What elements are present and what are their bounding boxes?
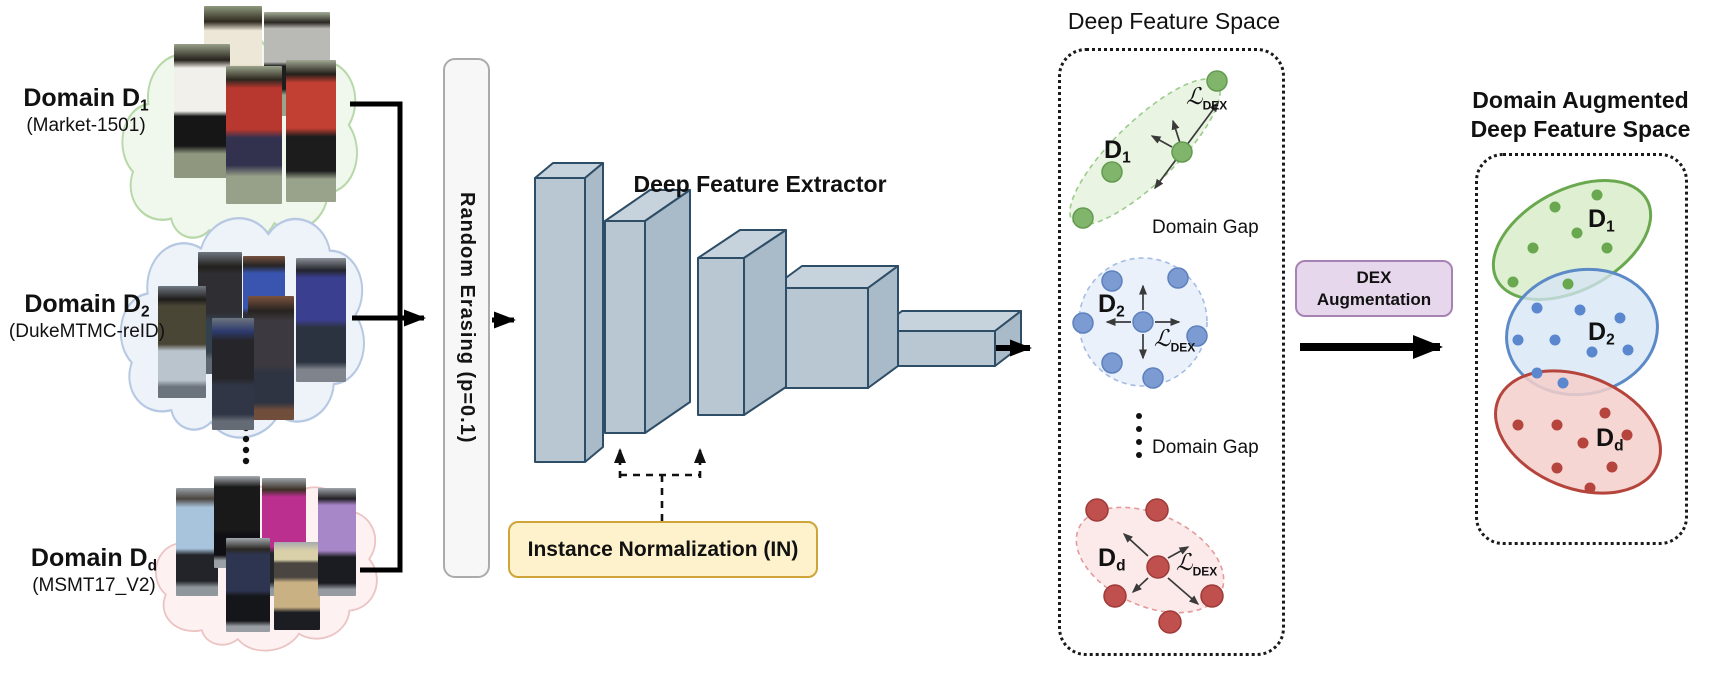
dex-box-line1: DEX <box>1356 268 1392 288</box>
person-photo <box>226 66 282 204</box>
domain1-dataset: (Market-1501) <box>26 115 146 137</box>
panel-ellipsis-dots <box>1136 413 1142 458</box>
cluster-d1-label: D1 <box>1104 136 1131 167</box>
cluster-d2 <box>1072 257 1208 389</box>
person-photo <box>318 488 356 596</box>
person-photo <box>226 538 270 632</box>
augmented-title-line2: Deep Feature Space <box>1470 115 1691 142</box>
extractor-title: Deep Feature Extractor <box>633 171 887 197</box>
instance-norm-label: Instance Normalization (IN) <box>527 537 799 561</box>
random-erasing-bar: Random Erasing (p=0.1) <box>443 58 490 578</box>
augmented-title-line1: Domain Augmented <box>1472 87 1689 113</box>
dex-augmentation-box: DEX Augmentation <box>1295 260 1453 317</box>
cluster-d1 <box>1069 70 1228 229</box>
random-erasing-label: Random Erasing (p=0.1) <box>456 192 478 444</box>
cluster-d2-label: D2 <box>1098 290 1125 321</box>
domain1-label-block: Domain D1 (Market-1501) <box>6 84 166 138</box>
domain2-dataset: (DukeMTMC-reID) <box>8 321 166 343</box>
dex-loss-label-1: ℒDEX <box>1186 84 1228 113</box>
augmented-feature-space-panel <box>1475 153 1688 545</box>
cnn-blocks <box>534 162 1022 463</box>
person-photo <box>174 44 230 178</box>
domain2-label-block: Domain D2 (DukeMTMC-reID) <box>0 290 178 344</box>
augmented-clusters <box>1491 178 1662 495</box>
domain2-label: Domain D2 <box>24 290 150 321</box>
person-photo <box>286 60 336 202</box>
dex-loss-label-2: ℒDEX <box>1154 326 1196 355</box>
person-photo <box>158 286 206 398</box>
domain-gap-label-1: Domain Gap <box>1152 217 1259 238</box>
dex-loss-label-3: ℒDEX <box>1176 550 1218 579</box>
instance-norm-connectors <box>614 448 706 521</box>
feature-space-title: Deep Feature Space <box>1067 8 1281 34</box>
cluster-dd <box>1075 498 1225 634</box>
person-photo <box>212 318 254 430</box>
person-photo <box>296 258 346 382</box>
instance-norm-box: Instance Normalization (IN) <box>508 521 818 578</box>
augmented-space-title: Domain Augmented Deep Feature Space <box>1438 86 1714 144</box>
domain-gap-label-2: Domain Gap <box>1152 437 1259 458</box>
domain3-label: Domain Dd <box>30 544 158 575</box>
person-photo <box>176 488 218 596</box>
person-photo <box>248 296 294 420</box>
input-connector-lines <box>350 101 426 573</box>
dex-box-line2: Augmentation <box>1316 289 1432 309</box>
aug-dd-label: Dd <box>1596 424 1624 455</box>
deep-feature-space-panel <box>1058 48 1285 656</box>
domain3-label-block: Domain Dd (MSMT17_V2) <box>14 544 174 598</box>
cluster-dd-label: Dd <box>1098 544 1126 575</box>
domain3-dataset: (MSMT17_V2) <box>32 575 156 597</box>
aug-d2-label: D2 <box>1588 318 1615 349</box>
person-photo <box>274 542 320 630</box>
aug-d1-label: D1 <box>1588 205 1615 236</box>
domain1-label: Domain D1 <box>23 84 149 115</box>
